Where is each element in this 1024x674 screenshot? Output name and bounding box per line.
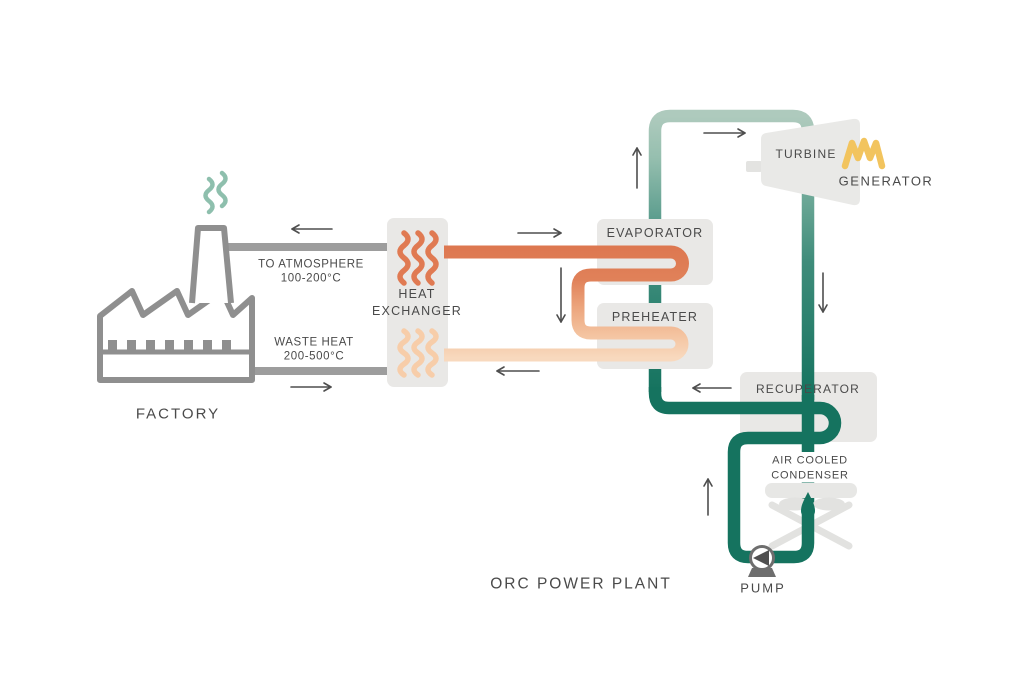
- arrow-oil-return-left: [496, 366, 540, 376]
- evaporator-label: EVAPORATOR: [606, 225, 704, 240]
- flue-gas-pipes: [222, 243, 392, 375]
- condenser-label-line1: AIR COOLED: [769, 454, 851, 468]
- arrow-riser-up: [632, 147, 642, 189]
- arrow-oil-down: [556, 267, 566, 323]
- generator-zigzag-icon: [841, 137, 886, 170]
- heat-exchanger-label-line1: HEAT: [398, 286, 436, 301]
- thermal-oil-pipe: [444, 245, 689, 362]
- chimney: [189, 225, 234, 304]
- heat-exchanger-label-line2: EXCHANGER: [372, 303, 462, 318]
- condensate-drop-icon: [801, 492, 815, 518]
- arrow-to-atmosphere-left: [291, 224, 333, 234]
- factory-label: FACTORY: [135, 405, 221, 423]
- arrow-recuperator-left: [692, 383, 732, 393]
- flow-arrow-icons: [290, 128, 828, 516]
- condensate-loop-pipe: [648, 387, 842, 564]
- arrow-exhaust-down: [818, 272, 828, 313]
- pump-icon: [748, 545, 776, 577]
- smoke-waves-icon: [203, 170, 228, 215]
- turbine-shaft: [746, 161, 762, 172]
- recuperator-label: RECUPERATOR: [755, 382, 861, 396]
- turbine-icon: [746, 118, 860, 206]
- arrow-oil-to-evaporator-right: [517, 228, 562, 238]
- orc-power-plant-label: ORC POWER PLANT: [490, 575, 672, 593]
- arrow-waste-heat-right: [290, 382, 332, 392]
- heat-waves-warm-icon: [397, 328, 439, 378]
- factory-windows: [108, 340, 231, 351]
- condenser-label-line2: CONDENSER: [768, 469, 852, 483]
- generator-label: GENERATOR: [838, 173, 934, 189]
- turbine-label: TURBINE: [775, 147, 837, 161]
- arrow-condensate-up: [703, 478, 713, 516]
- working-fluid-riser-pipe: [648, 109, 815, 392]
- heat-waves-hot-icon: [397, 230, 439, 286]
- to-atmosphere-temp: 100-200°C: [280, 272, 342, 285]
- preheater-label: PREHEATER: [611, 309, 699, 324]
- condenser-fan-icon: [765, 483, 857, 518]
- factory-icon: [97, 225, 255, 383]
- to-atmosphere-label: TO ATMOSPHERE: [258, 258, 364, 271]
- waste-heat-label: WASTE HEAT: [274, 336, 354, 349]
- pump-label: PUMP: [740, 580, 786, 596]
- waste-heat-temp: 200-500°C: [283, 350, 345, 363]
- arrow-vapor-to-turbine-right: [703, 128, 746, 138]
